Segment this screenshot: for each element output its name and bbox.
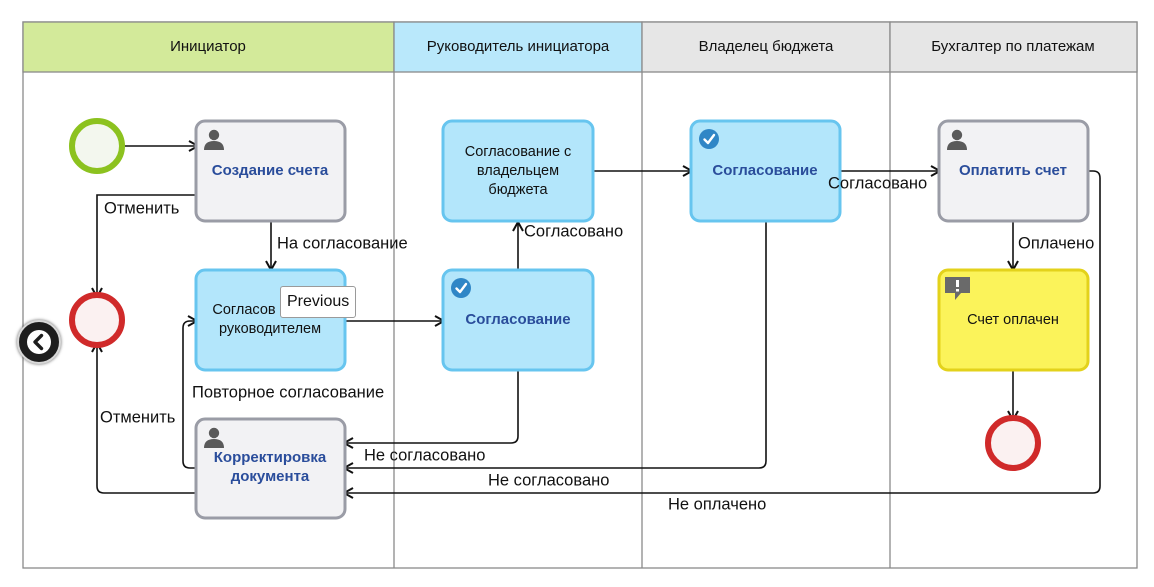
task-approve-with-manager-line1: Согласов [212, 302, 276, 318]
chevron-left-icon [27, 330, 51, 354]
task-approve-with-budget-owner-line1: Согласование с [465, 144, 572, 160]
lane-header-initiator [22, 21, 395, 73]
lane-title-initiator: Инициатор [170, 38, 246, 55]
flow-label-to-approval: На согласование [277, 234, 408, 252]
task-approve-with-manager[interactable]: Согласов руководителем [194, 268, 347, 372]
flow-label-not-approved-owner: Не согласовано [488, 471, 609, 489]
end-event-cancel[interactable] [69, 292, 125, 348]
flow-label-cancel-top: Отменить [104, 199, 179, 217]
task-pay-invoice-label: Оплатить счет [959, 162, 1067, 179]
task-approve-with-budget-owner-line3: бюджета [488, 182, 548, 198]
task-create-invoice-label: Создание счета [212, 162, 329, 179]
task-approve-with-manager-line2: руководителем [219, 321, 321, 337]
speech-bubble-exclamation-icon [945, 277, 970, 300]
task-invoice-paid-label: Счет оплачен [967, 312, 1059, 328]
task-budget-owner-approval[interactable]: Согласование [689, 119, 842, 223]
end-event-paid[interactable] [985, 415, 1041, 471]
task-create-invoice[interactable]: Создание счета [194, 119, 347, 223]
flow-label-not-approved-manager: Не согласовано [364, 446, 485, 464]
flow-label-approved-up: Согласовано [524, 222, 623, 240]
task-budget-owner-approval-label: Согласование [712, 162, 817, 179]
start-event[interactable] [69, 118, 125, 174]
lane-title-initiator-manager: Руководитель инициатора [427, 38, 610, 55]
previous-tooltip: Previous [280, 286, 357, 318]
flow-pay-not-paid [344, 170, 1101, 493]
task-manager-approval[interactable]: Согласование [441, 268, 595, 372]
check-circle-icon [697, 127, 721, 151]
task-approve-with-budget-owner[interactable]: Согласование с владельцем бюджета [441, 119, 595, 223]
lane-header-payment-accountant [889, 21, 1138, 73]
check-circle-icon [449, 276, 473, 300]
task-invoice-paid[interactable]: Счет оплачен [937, 268, 1090, 372]
flow-label-repeat-approval: Повторное согласование [192, 383, 384, 401]
flow-create-cancel [97, 194, 196, 297]
flow-manager-not-approved [344, 370, 519, 443]
lane-title-budget-owner: Владелец бюджета [699, 38, 834, 55]
task-pay-invoice[interactable]: Оплатить счет [937, 119, 1090, 223]
lane-title-payment-accountant: Бухгалтер по платежам [931, 38, 1094, 55]
flow-label-cancel-bottom: Отменить [100, 408, 175, 426]
flow-correct-repeat [182, 321, 197, 469]
task-correct-document[interactable]: Корректировка документа [194, 417, 347, 520]
task-correct-document-line1: Корректировка [214, 449, 327, 466]
flow-correct-cancel [97, 343, 196, 494]
flow-label-not-paid: Не оплачено [668, 495, 766, 513]
lane-header-initiator-manager [393, 21, 643, 73]
task-manager-approval-label: Согласование [465, 311, 570, 328]
task-correct-document-line2: документа [231, 468, 310, 485]
task-approve-with-budget-owner-line2: владельцем [477, 163, 559, 179]
flow-label-approved-owner: Согласовано [828, 174, 927, 192]
flow-label-paid: Оплачено [1018, 234, 1094, 252]
previous-button[interactable] [17, 320, 61, 364]
flow-owner-not-approved [344, 222, 767, 468]
